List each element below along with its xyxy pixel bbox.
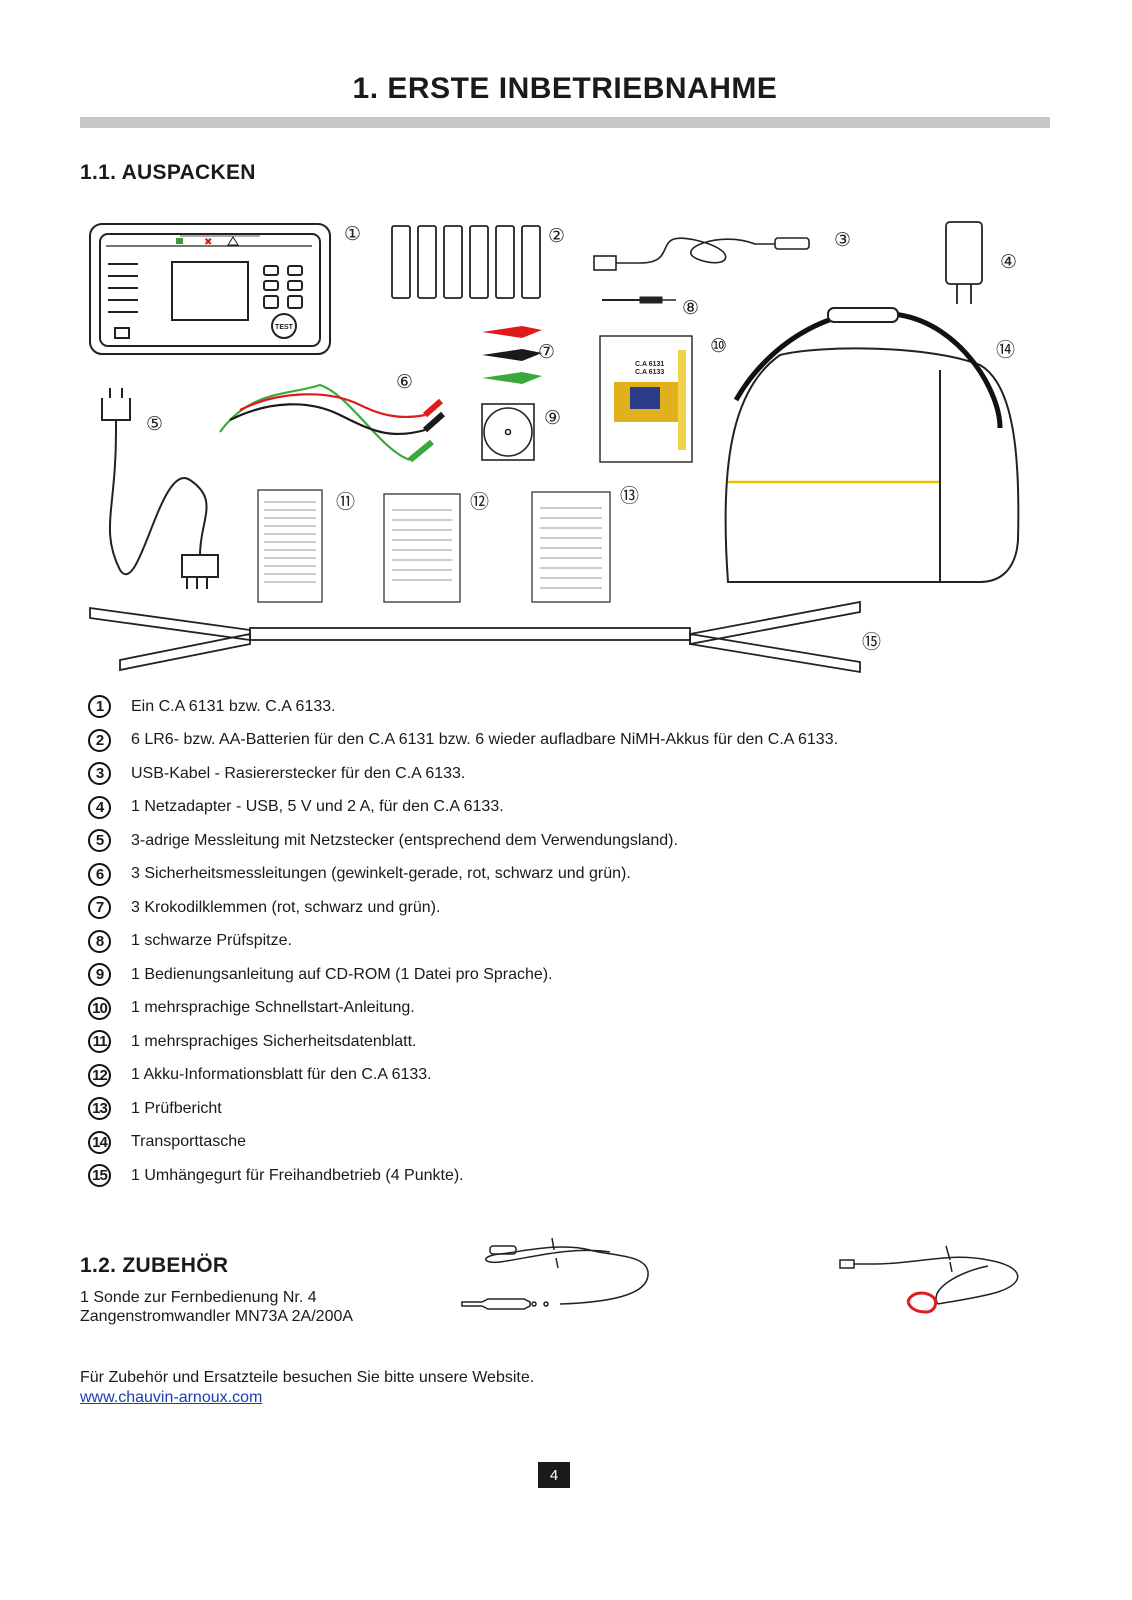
item-text: 6 LR6- bzw. AA-Batterien für den C.A 613…: [131, 731, 839, 749]
cd-rom: [481, 403, 535, 461]
callout-7: ⑦: [538, 342, 555, 363]
documents: [257, 489, 611, 603]
current-clamp-illustration: [838, 1242, 1038, 1322]
contents-list: 1 Ein C.A 6131 bzw. C.A 6133. 2 6 LR6- bzw…: [88, 690, 838, 1193]
callout-11: ⑪: [336, 491, 355, 513]
callout-5: ⑤: [146, 414, 163, 435]
guide-model-2: C.A 6133: [635, 369, 664, 376]
callout-14: ⑭: [996, 339, 1015, 361]
list-item: 2 6 LR6- bzw. AA-Batterien für den C.A 61…: [88, 724, 838, 758]
list-item: 12 1 Akku-Informationsblatt für den C.A 6…: [88, 1059, 838, 1093]
item-number: 7: [88, 896, 111, 920]
list-item: 14 Transporttasche: [88, 1126, 838, 1160]
list-item: 13 1 Prüfbericht: [88, 1092, 838, 1126]
item-text: 1 Prüfbericht: [131, 1099, 222, 1117]
list-item: 4 1 Netzadapter - USB, 5 V und 2 A, für d…: [88, 791, 838, 825]
list-item: 10 1 mehrsprachige Schnellstart-Anleitung…: [88, 992, 838, 1026]
item-number: 4: [88, 795, 111, 819]
item-number: 2: [88, 728, 111, 752]
guide-model-1: C.A 6131: [635, 361, 664, 368]
list-item: 6 3 Sicherheitsmessleitungen (gewinkelt-g…: [88, 858, 838, 892]
callout-2: ②: [548, 226, 565, 247]
crocodile-clips: [482, 326, 542, 384]
power-adapter: [945, 221, 983, 304]
tester-device: [89, 223, 331, 355]
callout-15: ⑮: [862, 631, 881, 653]
page-title: 1. ERSTE INBETRIEBNAHME: [352, 72, 778, 105]
remote-probe-illustration: [460, 1232, 660, 1322]
item-number: 12: [88, 1063, 111, 1087]
title-rule: [80, 117, 1050, 128]
safety-leads: [219, 383, 445, 463]
item-number: 5: [88, 829, 111, 853]
page-number: 4: [538, 1462, 570, 1488]
callout-12: ⑫: [470, 491, 489, 513]
list-item: 7 3 Krokodilklemmen (rot, schwarz und grü…: [88, 891, 838, 925]
item-number: 15: [88, 1164, 111, 1188]
callout-4: ④: [1000, 252, 1017, 273]
test-probe: [602, 296, 676, 304]
item-text: USB-Kabel - Rasiererstecker für den C.A …: [131, 764, 466, 782]
callout-13: ⑬: [620, 485, 639, 507]
callout-10: ⑩: [710, 336, 727, 357]
callout-3: ③: [834, 230, 851, 251]
item-text: 1 Akku-Informationsblatt für den C.A 613…: [131, 1066, 432, 1084]
figure-callouts: ① ② ③ ④ ⑤ ⑥ ⑦ ⑧ ⑨ ⑩ ⑪ ⑫ ⑬ ⑭ ⑮: [146, 224, 1017, 653]
website-link[interactable]: www.chauvin-arnoux.com: [80, 1389, 263, 1406]
list-item: 9 1 Bedienungsanleitung auf CD-ROM (1 Dat…: [88, 958, 838, 992]
website-hint: Für Zubehör und Ersatzteile besuchen Sie…: [80, 1369, 535, 1386]
list-item: 1 Ein C.A 6131 bzw. C.A 6133.: [88, 690, 838, 724]
svg-text:✖: ✖: [204, 237, 212, 248]
callout-8: ⑧: [682, 298, 699, 319]
callout-1: ①: [344, 224, 361, 245]
item-number: 14: [88, 1130, 111, 1154]
list-item: 5 3-adrige Messleitung mit Netzstecker (e…: [88, 824, 838, 858]
usb-cable: [593, 237, 810, 271]
item-text: 1 Bedienungsanleitung auf CD-ROM (1 Date…: [131, 965, 553, 983]
item-text: 1 Netzadapter - USB, 5 V und 2 A, für de…: [131, 798, 504, 816]
list-item: 11 1 mehrsprachiges Sicherheitsdatenblatt…: [88, 1025, 838, 1059]
item-number: 9: [88, 963, 111, 987]
batteries: [391, 225, 541, 299]
item-text: 1 schwarze Prüfspitze.: [131, 932, 292, 950]
list-item: 8 1 schwarze Prüfspitze.: [88, 925, 838, 959]
item-text: Ein C.A 6131 bzw. C.A 6133.: [131, 697, 336, 715]
mains-lead: [101, 388, 219, 589]
callout-9: ⑨: [544, 408, 561, 429]
item-text: 3 Sicherheitsmessleitungen (gewinkelt-ge…: [131, 865, 631, 883]
device-test-label: TEST: [275, 324, 294, 331]
item-text: 3-adrige Messleitung mit Netzstecker (en…: [131, 831, 678, 849]
item-text: Transporttasche: [131, 1133, 247, 1151]
item-text: 1 mehrsprachige Schnellstart-Anleitung.: [131, 999, 415, 1017]
item-number: 3: [88, 762, 111, 786]
shoulder-strap: [89, 600, 861, 674]
section-heading-accessories: 1.2. ZUBEHÖR: [80, 1254, 229, 1277]
item-number: 11: [88, 1030, 111, 1054]
callout-6: ⑥: [396, 372, 413, 393]
list-item: 15 1 Umhängegurt für Freihandbetrieb (4 P…: [88, 1159, 838, 1193]
item-number: 6: [88, 862, 111, 886]
item-text: 1 Umhängegurt für Freihandbetrieb (4 Pun…: [131, 1166, 464, 1184]
item-number: 10: [88, 996, 111, 1020]
item-text: 1 mehrsprachiges Sicherheitsdatenblatt.: [131, 1032, 417, 1050]
contents-figure: TEST ✖: [80, 210, 1050, 690]
section-heading-unpacking: 1.1. AUSPACKEN: [80, 161, 256, 184]
item-number: 13: [88, 1097, 111, 1121]
carrying-bag: [724, 307, 1020, 583]
accessory-line: 1 Sonde zur Fernbedienung Nr. 4: [80, 1289, 317, 1306]
accessory-line: Zangenstromwandler MN73A 2A/200A: [80, 1308, 354, 1325]
item-text: 3 Krokodilklemmen (rot, schwarz und grün…: [131, 898, 441, 916]
item-number: 1: [88, 695, 111, 719]
item-number: 8: [88, 929, 111, 953]
list-item: 3 USB-Kabel - Rasiererstecker für den C.A…: [88, 757, 838, 791]
quick-start-guide: [599, 335, 693, 463]
